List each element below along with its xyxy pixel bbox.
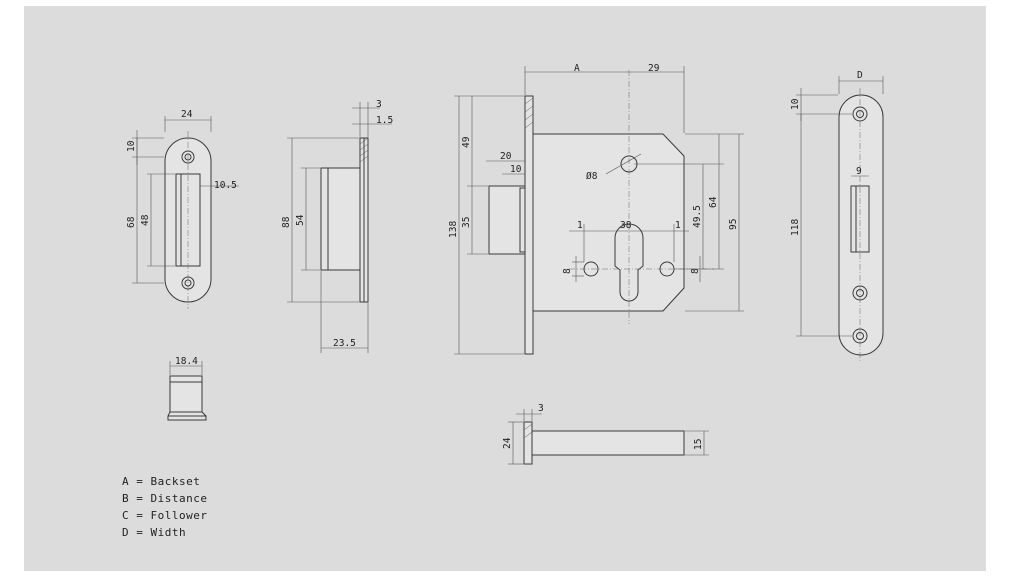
- spindle-head: [523, 421, 533, 465]
- dim-hole-spacing: 38: [620, 220, 632, 231]
- face-plate-slot: [850, 185, 870, 253]
- dim-strike-height-inner: 48: [140, 214, 151, 226]
- dim-side-top: 3: [376, 99, 382, 110]
- bolt-block-shape: [167, 375, 207, 421]
- dim-gap-left: 1: [577, 220, 583, 231]
- dim-49-5: 49.5: [692, 205, 703, 228]
- dim-latch-depth-20: 20: [500, 151, 512, 162]
- dim-95: 95: [728, 219, 739, 230]
- legend-item: C = Follower: [122, 509, 207, 522]
- dim-top-right: 29: [648, 63, 660, 74]
- dim-small-8-right: 8: [690, 268, 701, 274]
- dim-strike-width: 24: [181, 109, 193, 120]
- dim-small-8-left: 8: [562, 268, 573, 274]
- latch-bolt: [488, 185, 526, 255]
- strike-plate-front: 24 10 10.5 68 48: [126, 109, 239, 309]
- dim-latch-depth-10: 10: [510, 164, 522, 175]
- dim-gap-right: 1: [675, 220, 681, 231]
- cylinder-cutout: [614, 223, 644, 302]
- bolt-block: 18.4: [167, 356, 207, 421]
- dim-side-thickness: 1.5: [376, 115, 393, 126]
- lock-case: [532, 133, 685, 312]
- legend: A = Backset B = Distance C = Follower D …: [122, 475, 207, 539]
- dim-strike-height-outer: 68: [126, 216, 137, 228]
- dim-follower: Ø8: [586, 171, 598, 182]
- dim-spindle-head: 24: [502, 437, 513, 449]
- dim-spindle-thickness: 3: [538, 403, 544, 414]
- dim-backset: A: [574, 63, 580, 74]
- legend-item: B = Distance: [122, 492, 207, 505]
- dim-strike-top: 10: [126, 140, 137, 152]
- dim-face-width: D: [857, 70, 863, 81]
- dim-lock-height: 138: [448, 221, 459, 238]
- dim-lock-upper: 49: [461, 136, 472, 148]
- dim-bolt-width: 18.4: [175, 356, 198, 367]
- lock-body: A 29 138 49 35 20 10 Ø8 38 1 1 8 8: [448, 63, 744, 355]
- dim-side-depth: 23.5: [333, 338, 356, 349]
- dim-face-slot: 9: [856, 166, 862, 177]
- lock-front-plate: [524, 95, 534, 355]
- technical-drawing: 24 10 10.5 68 48 3 1.5 88 54: [122, 63, 884, 539]
- legend-item: D = Width: [122, 526, 186, 539]
- dim-face-length: 118: [790, 219, 801, 236]
- strike-side-view: 3 1.5 88 54 23.5: [281, 99, 393, 353]
- legend-item: A = Backset: [122, 475, 200, 488]
- face-plate-outline: [838, 94, 884, 356]
- drawing-sheet: 24 10 10.5 68 48 3 1.5 88 54: [24, 6, 986, 571]
- dim-latch-height: 35: [461, 217, 472, 228]
- spindle-bar: [531, 430, 685, 456]
- dim-64: 64: [708, 196, 719, 208]
- face-plate: D 10 9 118: [790, 70, 884, 362]
- dim-strike-opening: 10.5: [214, 180, 237, 191]
- dim-side-height-inner: 54: [295, 214, 306, 226]
- spindle: 3 24 15: [502, 403, 709, 465]
- dim-face-top: 10: [790, 98, 801, 110]
- dim-spindle-bar: 15: [693, 439, 704, 450]
- dim-side-height-outer: 88: [281, 216, 292, 228]
